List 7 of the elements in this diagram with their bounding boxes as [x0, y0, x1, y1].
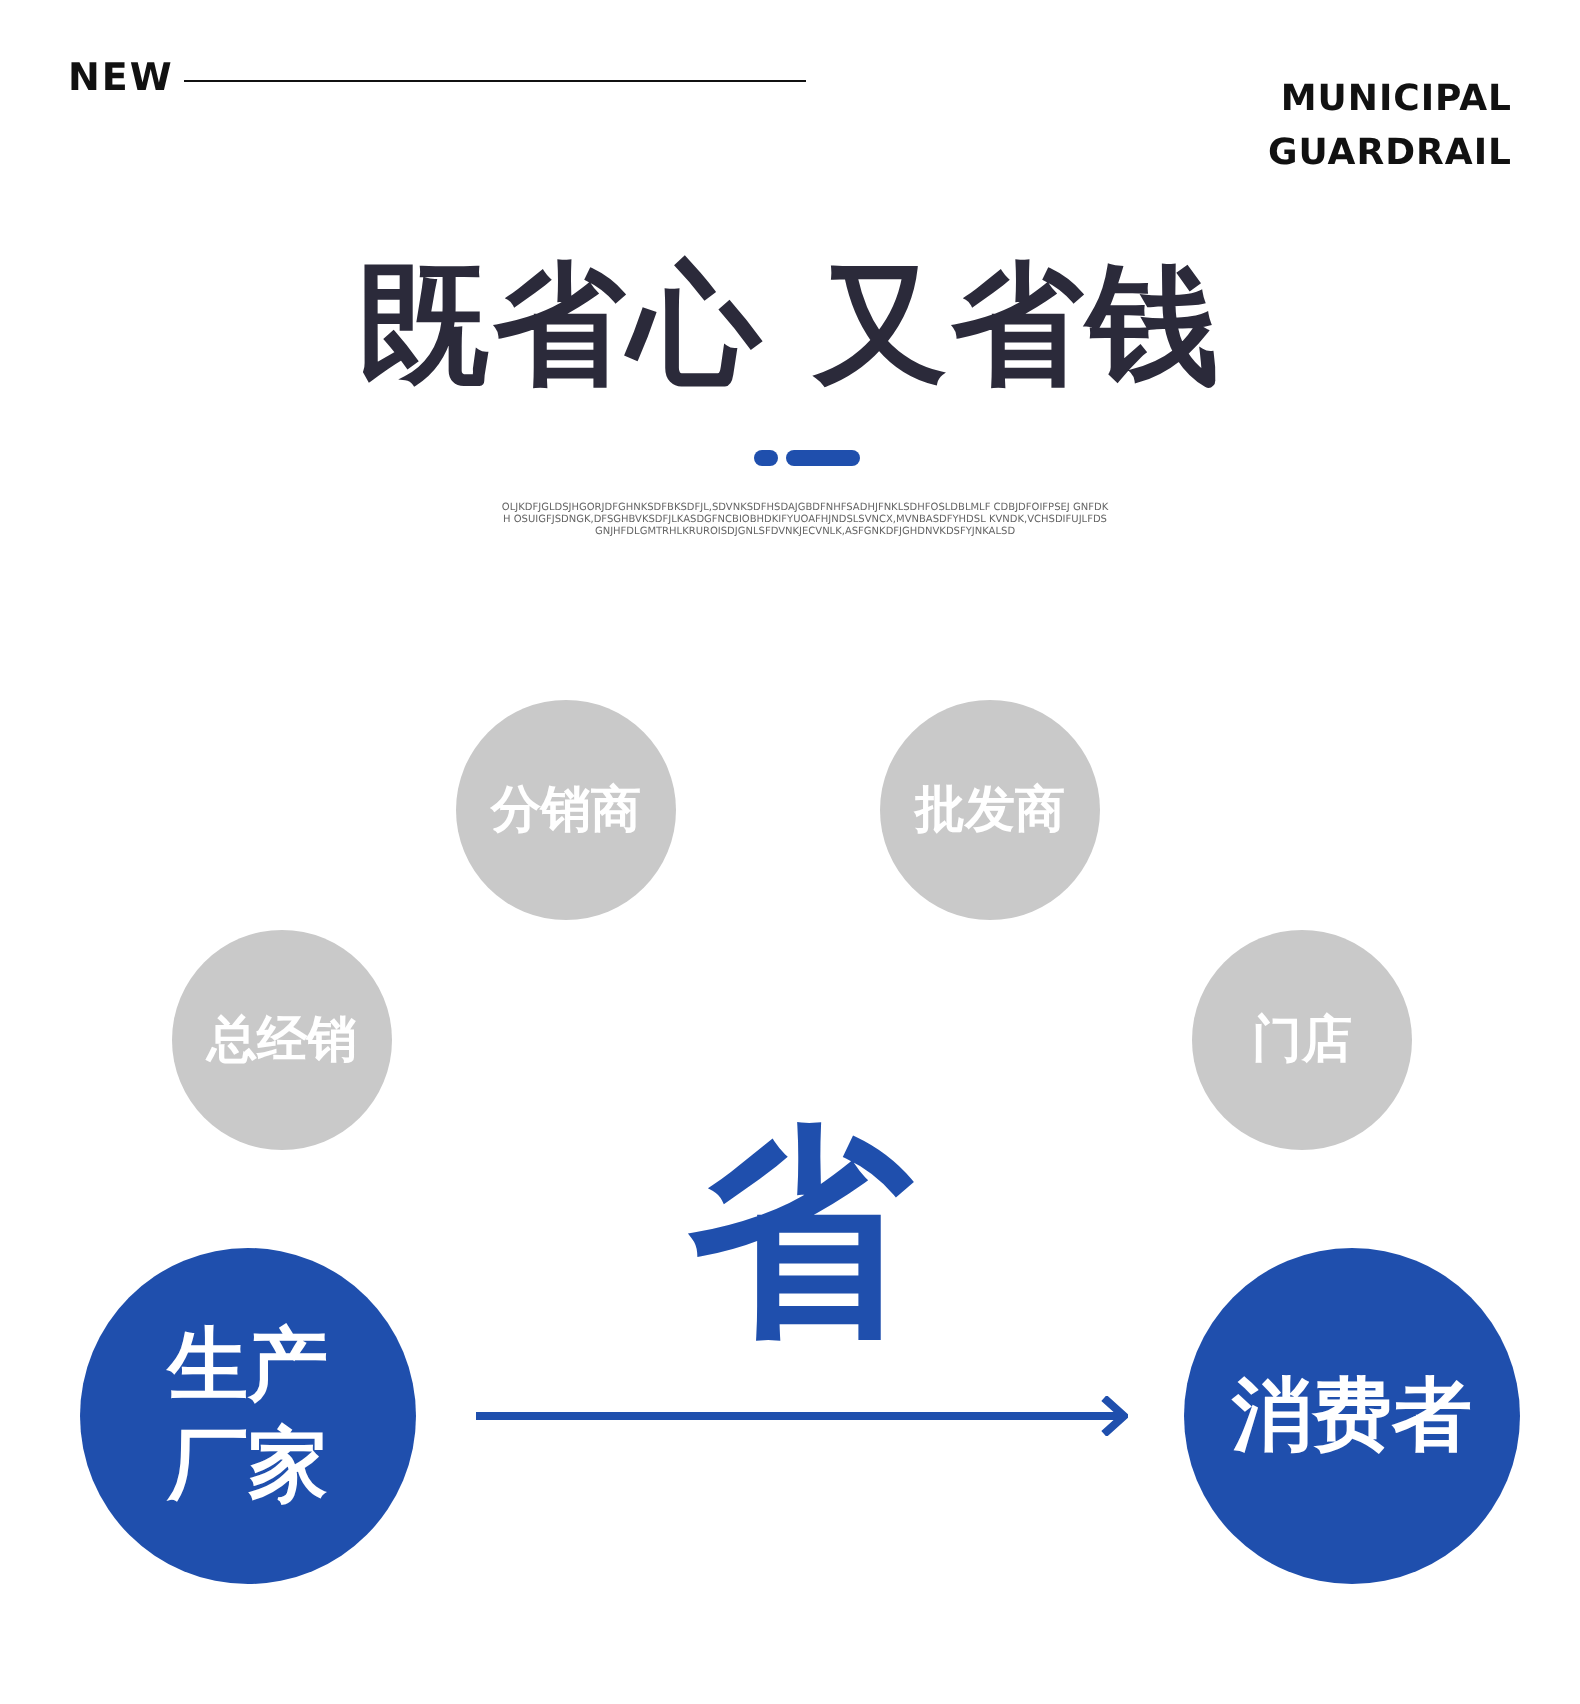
- node-label: 消费者: [1229, 1368, 1474, 1466]
- heading-tag: NEW: [68, 56, 174, 100]
- subtitle-text: MUNICIPAL GUARDRAIL: [1265, 76, 1512, 178]
- node-label: 生产厂家: [164, 1318, 330, 1516]
- big-character: 省: [686, 1110, 916, 1358]
- title: 既省心 又省钱: [355, 246, 1225, 406]
- arrow: [476, 1394, 1128, 1438]
